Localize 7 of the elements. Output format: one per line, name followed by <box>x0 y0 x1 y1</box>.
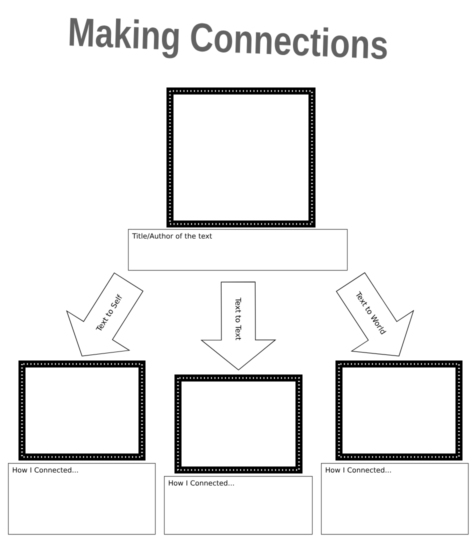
title: Making Connections <box>70 18 387 60</box>
picture-frame <box>336 360 462 460</box>
picture-frame <box>18 360 146 460</box>
block-arrow <box>200 282 276 370</box>
picture-frame <box>174 374 302 474</box>
block-arrow <box>66 272 144 356</box>
picture-frame <box>166 88 316 228</box>
